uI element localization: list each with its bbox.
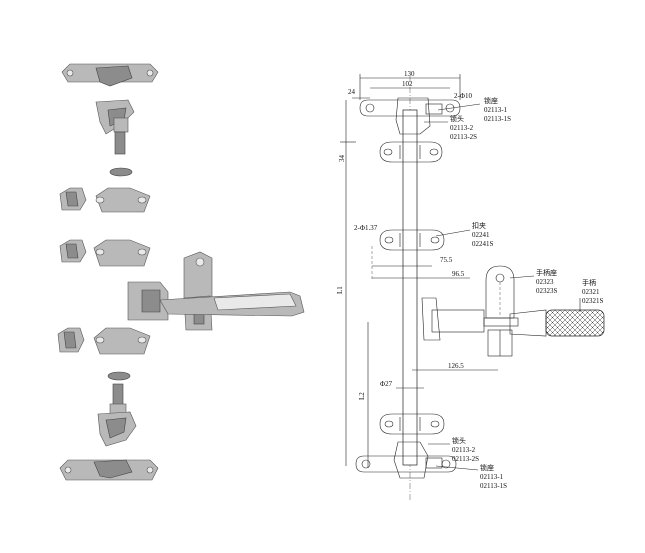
svg-text:02113-2S: 02113-2S <box>450 133 477 141</box>
svg-text:02113-1S: 02113-1S <box>480 482 507 490</box>
svg-text:锁座: 锁座 <box>484 96 498 105</box>
label-top-lock-seat: 锁座 02113-1 02113-1S <box>484 96 511 123</box>
svg-text:扣夹: 扣夹 <box>472 221 486 230</box>
handle-seat-drawing <box>421 265 519 357</box>
svg-text:02323S: 02323S <box>536 287 558 295</box>
dim-l2: L2 <box>358 392 366 400</box>
svg-text:02321: 02321 <box>582 288 600 296</box>
top-guide-drawing <box>379 141 443 163</box>
svg-text:02113-1: 02113-1 <box>484 106 508 114</box>
label-top-lock-head: 锁头 02113-2 02113-2S <box>450 114 477 141</box>
bottom-washer <box>107 371 131 381</box>
dim-34: 34 <box>338 155 346 163</box>
label-handle: 手柄 02321 02321S <box>582 278 604 305</box>
svg-text:锁座: 锁座 <box>480 463 494 472</box>
dimension-lines <box>340 74 498 468</box>
label-handle-seat: 手柄座 02323 02323S <box>536 268 558 295</box>
top-keeper-plate <box>61 63 159 87</box>
bottom-keeper-plate <box>59 459 159 481</box>
dim-130: 130 <box>404 70 415 78</box>
bottom-cam <box>97 383 137 447</box>
clamp-drawing <box>379 229 445 251</box>
dim-126-5: 126.5 <box>448 362 464 370</box>
label-bottom-lock-seat: 锁座 02113-1 02113-1S <box>480 463 507 490</box>
svg-text:手柄座: 手柄座 <box>536 268 557 277</box>
label-bottom-lock-head: 锁头 02113-2 02113-2S <box>452 436 479 463</box>
bottom-lock-seat-drawing <box>355 441 457 479</box>
svg-text:02113-2: 02113-2 <box>452 446 476 454</box>
dim-24: 24 <box>348 88 356 96</box>
dim-phi27: Φ27 <box>380 380 393 388</box>
svg-text:02241S: 02241S <box>472 240 494 248</box>
dim-96-5: 96.5 <box>452 270 465 278</box>
svg-text:02323: 02323 <box>536 278 554 286</box>
svg-text:02113-1S: 02113-1S <box>484 115 511 123</box>
leader-lines <box>424 103 581 471</box>
technical-drawing: 130 102 24 2-Φ10 34 2-Φ1.37 75.5 96.5 L1… <box>336 70 605 500</box>
svg-text:02113-2S: 02113-2S <box>452 455 479 463</box>
svg-text:02321S: 02321S <box>582 297 604 305</box>
svg-text:手柄: 手柄 <box>582 278 596 287</box>
svg-text:锁头: 锁头 <box>452 436 466 445</box>
handle-drawing <box>509 309 605 337</box>
exploded-parts <box>57 63 305 481</box>
svg-text:锁头: 锁头 <box>450 114 464 123</box>
svg-text:02241: 02241 <box>472 231 490 239</box>
top-guide-bracket <box>59 187 151 213</box>
label-clamp: 扣夹 02241 02241S <box>472 221 494 248</box>
middle-guide-bracket <box>59 239 151 267</box>
dim-hole-137: 2-Φ1.37 <box>354 224 378 232</box>
top-washer <box>109 167 133 177</box>
dim-75-5: 75.5 <box>440 256 453 264</box>
dim-102: 102 <box>402 80 413 88</box>
bottom-guide-drawing <box>379 413 445 435</box>
dim-l1: L1 <box>336 286 344 294</box>
top-cam <box>95 99 135 155</box>
lower-guide-bracket <box>57 327 151 355</box>
dim-hole-10: 2-Φ10 <box>454 92 472 100</box>
handle-assembly-3d <box>127 251 305 331</box>
svg-text:02113-1: 02113-1 <box>480 473 504 481</box>
lock-rod <box>402 109 418 466</box>
svg-text:02113-2: 02113-2 <box>450 124 474 132</box>
